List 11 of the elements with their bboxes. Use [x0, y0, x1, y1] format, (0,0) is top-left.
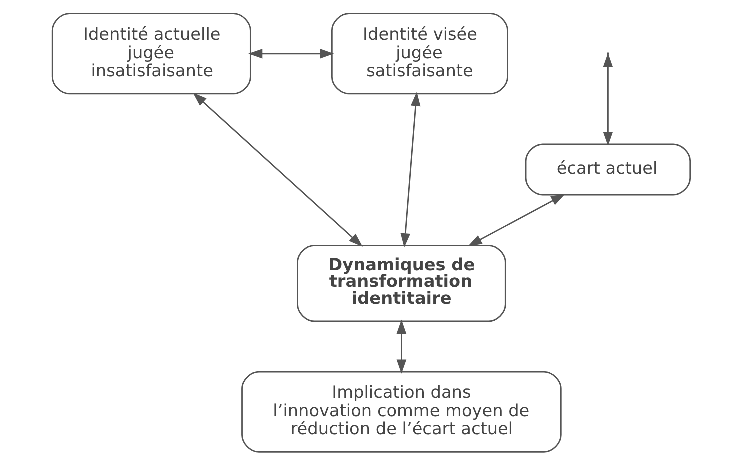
node-box: Identité actuelle jugée insatisfaisante	[51, 13, 251, 95]
arrow	[468, 194, 565, 246]
node-box: écart actuel	[524, 144, 691, 196]
arrow	[602, 53, 613, 146]
arrow	[248, 48, 334, 59]
arrow	[396, 320, 406, 374]
arrow	[400, 92, 420, 248]
node-box: Identité visée jugée satisfaisante	[330, 13, 508, 95]
node-box: Dynamiques de transformation identitaire	[296, 244, 506, 322]
arrow	[192, 92, 362, 247]
node-box: Implication dans l’innovation comme moyen de réduction de l’écart actuel	[241, 371, 562, 453]
